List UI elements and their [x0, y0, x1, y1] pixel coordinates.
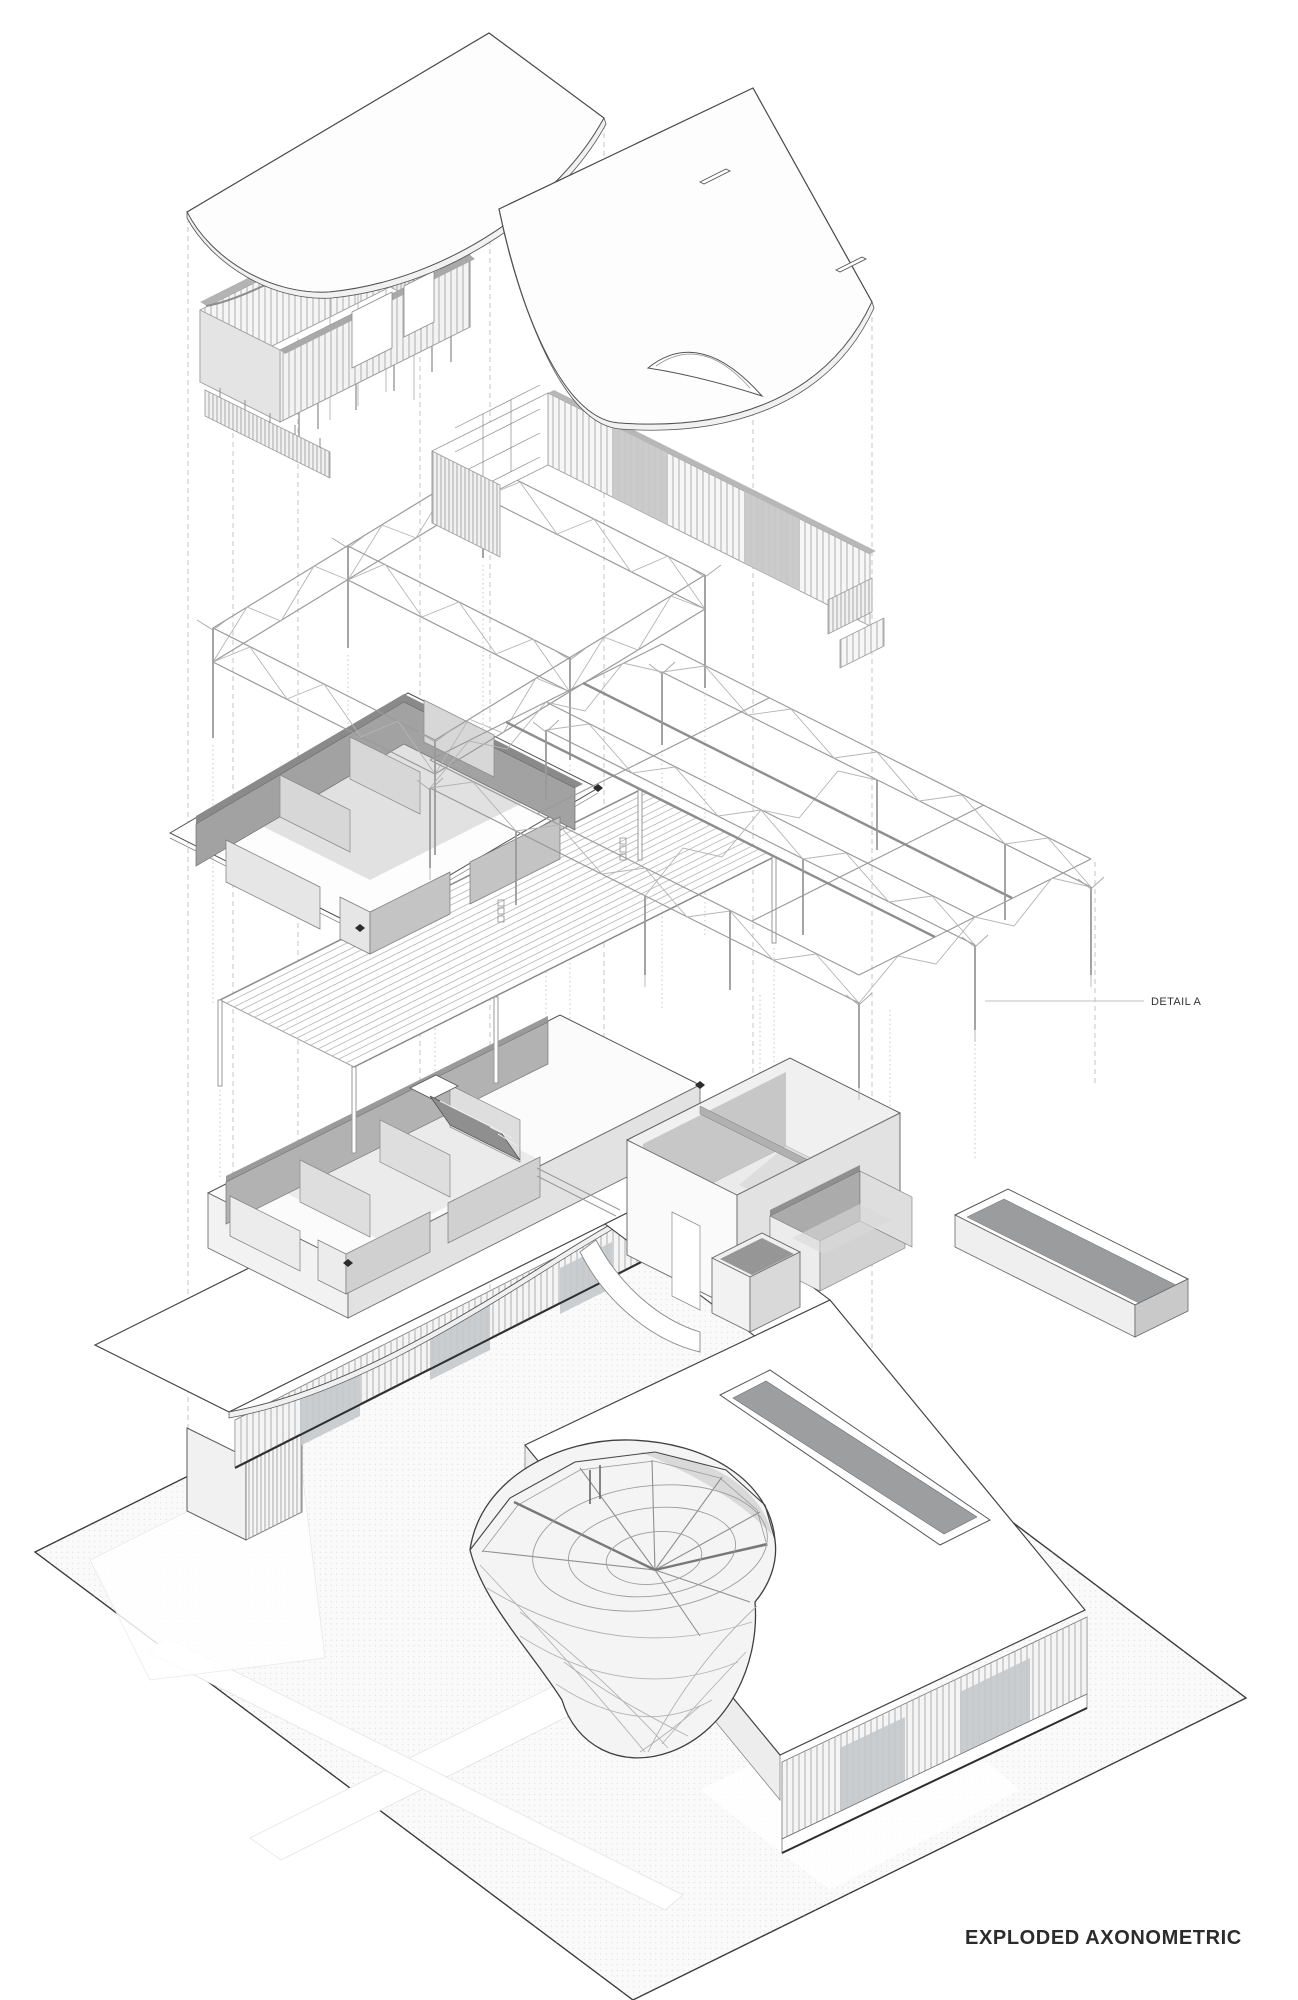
layer-joist-deck [217, 789, 777, 1154]
layer-roof-east [498, 87, 875, 431]
deck-posts [217, 789, 777, 1154]
small-box-room [710, 1232, 802, 1333]
layer-roof-west [186, 32, 607, 299]
detail-annotation: DETAIL A [985, 996, 1202, 1008]
detail-label: DETAIL A [1151, 996, 1202, 1008]
layer-great-room [536, 1057, 1190, 1353]
linear-skylight [953, 1188, 1190, 1338]
stair [409, 1074, 521, 1161]
layer-ground-floor-walls [206, 1014, 705, 1319]
assembled-building [93, 1119, 1088, 1854]
roof-trough [719, 1369, 991, 1546]
layer-stud-framing [431, 384, 885, 669]
lattice-funnel-dome [469, 1439, 777, 1759]
drawing-title: EXPLODED AXONOMETRIC [965, 1927, 1242, 1949]
layer-long-truss [416, 643, 1105, 1100]
